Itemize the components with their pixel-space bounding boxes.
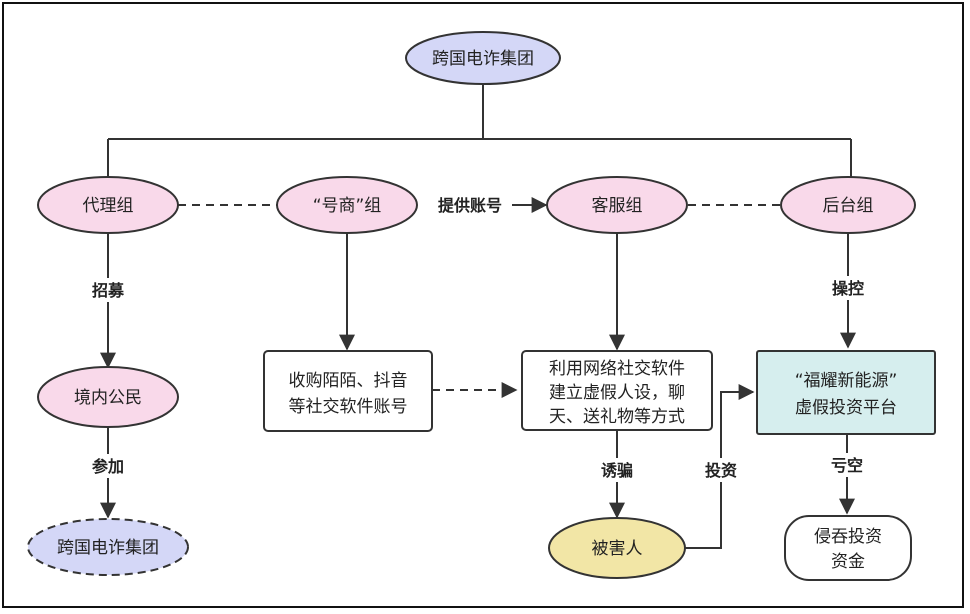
- node-join-group-label: 跨国电诈集团: [57, 538, 159, 558]
- node-domestic-citizens-label: 境内公民: [74, 388, 142, 408]
- node-victim-label: 被害人: [592, 539, 643, 559]
- node-buy-accounts-line2: 等社交软件账号: [289, 397, 408, 417]
- node-agent-group: 代理组: [37, 176, 179, 234]
- node-root-label: 跨国电诈集团: [432, 49, 534, 69]
- solid-arrows: [100, 197, 856, 549]
- root-connectors: [107, 83, 852, 180]
- node-platform-line1: “福耀新能源”: [795, 371, 898, 391]
- diagram-frame: [2, 2, 964, 608]
- node-agent-group-label: 代理组: [83, 196, 134, 216]
- node-fake-persona-line1: 利用网络社交软件: [549, 359, 685, 379]
- node-funds-line1: 侵吞投资: [814, 527, 882, 547]
- node-funds-line2: 资金: [831, 552, 865, 572]
- node-join-group: 跨国电诈集团: [27, 518, 189, 576]
- edge-label-deceive: 诱骗: [601, 461, 633, 480]
- node-backend-group: 后台组: [780, 176, 916, 234]
- dashed-links: [178, 204, 782, 398]
- edge-label-join: 参加: [92, 457, 124, 476]
- node-buy-accounts-line1: 收购陌陌、抖音: [289, 371, 408, 391]
- edge-label-invest: 投资: [705, 461, 737, 480]
- edge-label-control: 操控: [832, 279, 864, 298]
- node-victim: 被害人: [548, 517, 686, 579]
- node-platform-line2: 虚假投资平台: [795, 398, 897, 418]
- node-root: 跨国电诈集团: [405, 31, 561, 85]
- node-fake-persona: 利用网络社交软件 建立虚假人设，聊 天、送礼物等方式: [521, 350, 713, 431]
- node-buy-accounts: 收购陌陌、抖音 等社交软件账号: [263, 350, 433, 432]
- edge-label-loss: 亏空: [831, 456, 863, 475]
- node-backend-group-label: 后台组: [823, 196, 874, 216]
- node-account-group: “号商”组: [276, 176, 418, 234]
- node-account-group-label: “号商”组: [313, 196, 382, 216]
- edge-labels: 提供账号 招募 参加 操控 诱骗 投资 亏空: [86, 193, 870, 482]
- node-platform: “福耀新能源” 虚假投资平台: [756, 350, 936, 435]
- node-domestic-citizens: 境内公民: [37, 366, 179, 428]
- edge-label-provide-accounts: 提供账号: [438, 196, 502, 215]
- node-fake-persona-line3: 天、送礼物等方式: [549, 407, 685, 427]
- node-service-group-label: 客服组: [592, 196, 643, 216]
- node-fake-persona-line2: 建立虚假人设，聊: [549, 383, 685, 403]
- node-service-group: 客服组: [546, 176, 688, 234]
- node-funds: 侵吞投资 资金: [784, 515, 912, 581]
- edge-label-recruit: 招募: [92, 281, 125, 300]
